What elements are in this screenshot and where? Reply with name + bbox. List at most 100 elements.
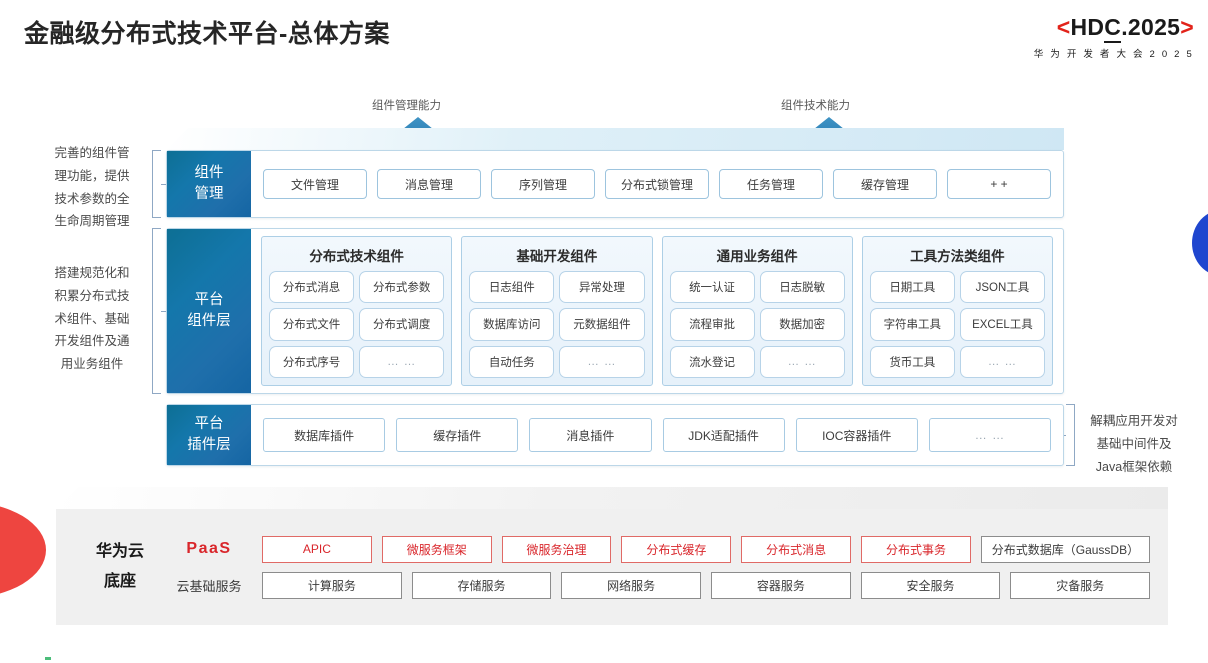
item-chip-database-access[interactable]: 数据库访问 <box>469 308 555 341</box>
item-chip-currency-tool[interactable]: 货币工具 <box>869 345 955 378</box>
item-chip-more-general-business[interactable]: … … <box>759 345 845 378</box>
item-chip-distributed-schedule[interactable]: 分布式调度 <box>359 308 445 341</box>
plugin-chip-database[interactable]: 数据库插件 <box>263 418 386 452</box>
plugin-chip-more[interactable]: … … <box>928 418 1052 452</box>
red-wedge-decoration <box>0 502 46 598</box>
item-chip-distributed-file[interactable]: 分布式文件 <box>269 308 355 341</box>
paas-chip-disaster-recovery-service[interactable]: 灾备服务 <box>1010 571 1151 599</box>
item-chip-string-tool[interactable]: 字符串工具 <box>869 308 955 341</box>
chip-add-more[interactable]: + + <box>947 169 1051 199</box>
plugin-chip-jdk-adaptation[interactable]: JDK适配插件 <box>662 418 785 452</box>
paas-row-cloud-basic-services: 云基础服务 计算服务 存储服务 网络服务 容器服务 安全服务 灾备服务 <box>166 571 1151 599</box>
stack-top-face-decoration <box>166 128 1064 150</box>
item-chip-transaction-registration[interactable]: 流水登记 <box>669 345 755 378</box>
chip-cache-management[interactable]: 缓存管理 <box>833 169 937 199</box>
layer-label-platform-component: 平台 组件层 <box>167 229 251 393</box>
hdc-logo: <HDC.2025> 华 为 开 发 者 大 会 2 0 2 5 <box>1033 14 1194 60</box>
brace-connector-middle <box>152 228 167 394</box>
item-chip-json-tool[interactable]: JSON工具 <box>959 271 1045 304</box>
group-title-tool-methods: 工具方法类组件 <box>910 249 1005 264</box>
paas-row-paas: PaaS APIC 微服务框架 微服务治理 分布式缓存 分布式消息 分布式事务 … <box>166 535 1150 563</box>
layer-body-component-management: 文件管理 消息管理 序列管理 分布式锁管理 任务管理 缓存管理 + + <box>251 151 1063 217</box>
chip-distributed-lock-management[interactable]: 分布式锁管理 <box>605 169 709 199</box>
layer-component-management: 组件 管理 文件管理 消息管理 序列管理 分布式锁管理 任务管理 缓存管理 + … <box>166 150 1064 218</box>
chip-file-management[interactable]: 文件管理 <box>263 169 367 199</box>
layer-body-platform-component: 分布式技术组件 分布式消息 分布式参数 分布式文件 分布式调度 分布式序号 … … <box>251 229 1063 393</box>
chip-task-management[interactable]: 任务管理 <box>719 169 823 199</box>
plugin-chip-cache[interactable]: 缓存插件 <box>396 418 519 452</box>
hdc-text-underlined: C <box>1104 14 1122 43</box>
bracket-right-icon: > <box>1180 14 1194 40</box>
hdc-text-part1: HD <box>1070 14 1105 40</box>
item-chip-data-encryption[interactable]: 数据加密 <box>759 308 845 341</box>
hdc-logo-subtitle: 华 为 开 发 者 大 会 2 0 2 5 <box>1033 49 1194 60</box>
group-grid-general-business: 统一认证 日志脱敏 流程审批 数据加密 流水登记 … … <box>669 271 845 378</box>
group-title-distributed-tech: 分布式技术组件 <box>309 249 404 264</box>
capability-label-component-technology: 组件技术能力 <box>781 100 850 112</box>
paas-chip-distributed-message[interactable]: 分布式消息 <box>741 535 852 563</box>
item-chip-date-tool[interactable]: 日期工具 <box>869 271 955 304</box>
plugin-chip-ioc-container[interactable]: IOC容器插件 <box>795 418 918 452</box>
paas-base-container: 华为云 底座 PaaS APIC 微服务框架 微服务治理 分布式缓存 分布式消息… <box>56 509 1168 625</box>
group-card-general-business: 通用业务组件 统一认证 日志脱敏 流程审批 数据加密 流水登记 … … <box>661 236 853 386</box>
plugin-chip-message[interactable]: 消息插件 <box>529 418 652 452</box>
page-title: 金融级分布式技术平台-总体方案 <box>24 20 390 48</box>
item-chip-more-distributed-tech[interactable]: … … <box>359 345 445 378</box>
layer-label-platform-plugin: 平台 插件层 <box>167 405 251 465</box>
paas-chip-apic[interactable]: APIC <box>262 535 372 563</box>
bracket-left-icon: < <box>1056 14 1071 40</box>
item-chip-distributed-message[interactable]: 分布式消息 <box>269 271 355 304</box>
layer-label-component-management: 组件 管理 <box>167 151 251 217</box>
paas-row-label-paas: PaaS <box>186 540 232 557</box>
paas-chip-security-service[interactable]: 安全服务 <box>860 571 1001 599</box>
side-note-left-top: 完善的组件管 理功能，提供 技术参数的全 生命周期管理 <box>54 146 130 229</box>
group-card-distributed-tech: 分布式技术组件 分布式消息 分布式参数 分布式文件 分布式调度 分布式序号 … … <box>261 236 453 386</box>
paas-rows: PaaS APIC 微服务框架 微服务治理 分布式缓存 分布式消息 分布式事务 … <box>166 535 1151 599</box>
paas-base-title: 华为云 底座 <box>95 542 144 590</box>
side-note-right: 解耦应用开发对 基础中间件及 Java框架依赖 <box>1090 414 1178 474</box>
brace-connector-right <box>1060 404 1075 466</box>
layer-platform-plugin: 平台 插件层 数据库插件 缓存插件 消息插件 JDK适配插件 IOC容器插件 …… <box>166 404 1064 466</box>
group-card-tool-methods: 工具方法类组件 日期工具 JSON工具 字符串工具 EXCEL工具 货币工具 …… <box>861 236 1053 386</box>
green-dot-decoration <box>45 657 51 660</box>
layer-body-platform-plugin: 数据库插件 缓存插件 消息插件 JDK适配插件 IOC容器插件 … … <box>251 405 1063 465</box>
item-chip-more-tool-methods[interactable]: … … <box>959 345 1045 378</box>
side-note-left-bottom: 搭建规范化和 积累分布式技 术组件、基础 开发组件及通 用业务组件 <box>54 266 130 371</box>
item-chip-log-desensitization[interactable]: 日志脱敏 <box>759 271 845 304</box>
item-chip-log-component[interactable]: 日志组件 <box>469 271 555 304</box>
item-chip-exception-handling[interactable]: 异常处理 <box>559 271 645 304</box>
item-chip-automatic-task[interactable]: 自动任务 <box>469 345 555 378</box>
group-grid-basic-development: 日志组件 异常处理 数据库访问 元数据组件 自动任务 … … <box>469 271 645 378</box>
item-chip-distributed-parameter[interactable]: 分布式参数 <box>359 271 445 304</box>
paas-chip-storage-service[interactable]: 存储服务 <box>411 571 552 599</box>
paas-chip-microservice-governance[interactable]: 微服务治理 <box>501 535 612 563</box>
group-card-basic-development: 基础开发组件 日志组件 异常处理 数据库访问 元数据组件 自动任务 … … <box>461 236 653 386</box>
hdc-logo-main: <HDC.2025> <box>1034 14 1194 43</box>
paas-chip-compute-service[interactable]: 计算服务 <box>262 571 402 599</box>
layer-platform-component: 平台 组件层 分布式技术组件 分布式消息 分布式参数 分布式文件 分布式调度 分… <box>166 228 1064 394</box>
group-title-basic-development: 基础开发组件 <box>516 249 598 264</box>
paas-chip-container-service[interactable]: 容器服务 <box>711 571 851 599</box>
item-chip-unified-authentication[interactable]: 统一认证 <box>669 271 755 304</box>
chip-message-management[interactable]: 消息管理 <box>377 169 481 199</box>
item-chip-metadata-component[interactable]: 元数据组件 <box>559 308 645 341</box>
item-chip-process-approval[interactable]: 流程审批 <box>669 308 755 341</box>
item-chip-excel-tool[interactable]: EXCEL工具 <box>959 308 1045 341</box>
brace-connector-top <box>152 150 167 218</box>
paas-chip-distributed-database[interactable]: 分布式数据库（GaussDB） <box>980 535 1150 563</box>
hdc-text-part2: .2025 <box>1121 14 1181 40</box>
chip-sequence-management[interactable]: 序列管理 <box>491 169 595 199</box>
item-chip-distributed-sequence[interactable]: 分布式序号 <box>269 345 355 378</box>
capability-label-component-management: 组件管理能力 <box>372 100 441 112</box>
group-grid-distributed-tech: 分布式消息 分布式参数 分布式文件 分布式调度 分布式序号 … … <box>269 271 445 378</box>
group-title-general-business: 通用业务组件 <box>716 249 798 264</box>
paas-row-label-cloud-basic: 云基础服务 <box>176 578 242 594</box>
paas-chip-microservice-framework[interactable]: 微服务框架 <box>381 535 492 563</box>
paas-chip-network-service[interactable]: 网络服务 <box>561 571 702 599</box>
paas-chip-distributed-cache[interactable]: 分布式缓存 <box>621 535 732 563</box>
paas-top-face-decoration <box>56 487 1168 509</box>
paas-chip-distributed-transaction[interactable]: 分布式事务 <box>861 535 971 563</box>
blue-lens-decoration <box>1192 210 1208 276</box>
item-chip-more-basic-development[interactable]: … … <box>559 345 645 378</box>
group-grid-tool-methods: 日期工具 JSON工具 字符串工具 EXCEL工具 货币工具 … … <box>869 271 1045 378</box>
